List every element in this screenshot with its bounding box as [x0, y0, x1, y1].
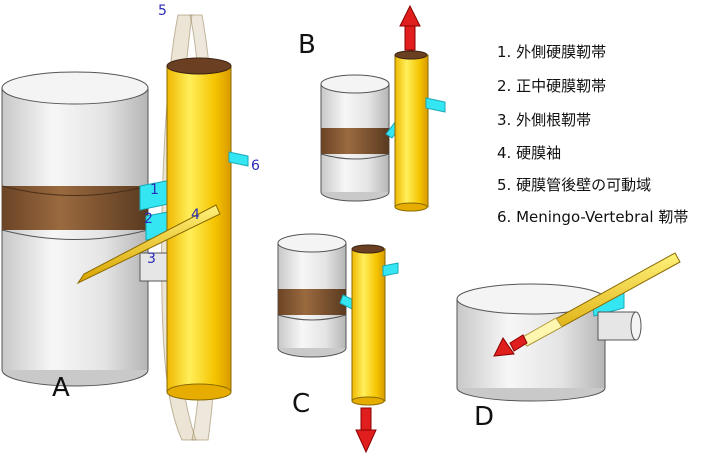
disc-band-a — [1, 185, 149, 240]
traction-arrow-up — [399, 4, 421, 51]
callout-6: 6 — [251, 158, 260, 174]
callout-1: 1 — [150, 182, 159, 198]
callout-5: 5 — [158, 3, 167, 19]
callout-4: 4 — [191, 207, 200, 223]
legend-item-1: 1. 外側硬膜靭帯 — [497, 43, 606, 61]
meningo-vertebral-ligament-c — [382, 262, 399, 277]
legend-item-3: 3. 外側根靭帯 — [497, 111, 591, 129]
panel-c: C — [277, 233, 399, 454]
dural-sleeve-a — [76, 204, 221, 285]
callout-2: 2 — [144, 211, 153, 227]
meningo-vertebral-ligament-b — [425, 97, 446, 113]
panel-b: B — [298, 4, 446, 212]
panel-a: 5 6 1 2 4 3 A — [1, 3, 260, 441]
meningo-vertebral-ligament-a — [228, 151, 249, 167]
panel-d: D — [456, 252, 681, 432]
legend-item-6: 6. Meningo-Vertebral 靭帯 — [497, 208, 688, 226]
traction-arrow-d — [493, 334, 528, 357]
legend-item-4: 4. 硬膜袖 — [497, 144, 561, 162]
legend-item-5: 5. 硬膜管後壁の可動域 — [497, 176, 651, 194]
vertebral-body-c — [277, 233, 347, 358]
callout-3: 3 — [147, 251, 156, 267]
traction-arrow-down — [355, 407, 377, 454]
legend-item-2: 2. 正中硬膜靭帯 — [497, 77, 606, 95]
panel-label-c: C — [292, 389, 310, 419]
dural-tube-c — [351, 244, 386, 406]
root-sleeve-d — [597, 311, 642, 341]
panel-label-b: B — [298, 30, 316, 60]
vertebral-body-b — [320, 74, 390, 202]
panel-label-d: D — [474, 402, 494, 432]
dural-tube-a — [166, 57, 232, 401]
dural-tube-b — [394, 50, 429, 212]
panel-label-a: A — [52, 373, 70, 403]
legend: 1. 外側硬膜靭帯 2. 正中硬膜靭帯 3. 外側根靭帯 4. 硬膜袖 5. 硬… — [497, 43, 688, 226]
